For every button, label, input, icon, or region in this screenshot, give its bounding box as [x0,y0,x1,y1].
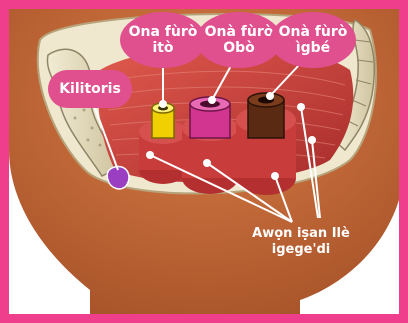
anus-label-bubble: Onà fùrò ìgbé [270,12,356,68]
pelvic-floor-muscles-label: Awọn iṣan Ilè igege'di [226,226,376,257]
clitoris-label-bubble: Kilitoris [48,70,132,108]
anus-label: Onà fùrò ìgbé [279,24,348,56]
urethra-label-bubble: Ona fùrò itò [120,12,206,68]
vagina-label: Onà fùrò Obò [205,24,274,56]
urethra-tube [152,103,174,138]
clitoris-label: Kilitoris [59,81,121,97]
anus-tube [248,93,284,138]
urethra-label: Ona fùrò itò [129,24,198,56]
